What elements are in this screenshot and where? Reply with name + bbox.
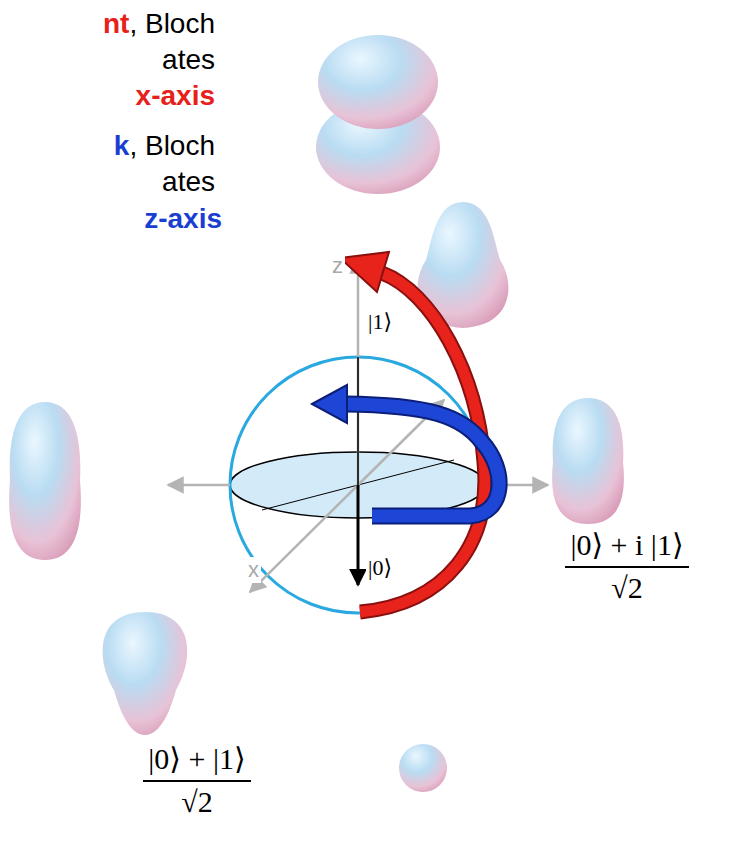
caption-word: z-axis xyxy=(144,203,222,235)
caption-word: , Bloch xyxy=(129,130,215,162)
orbital-blob xyxy=(552,398,624,524)
state-label: |1⟩ xyxy=(366,309,394,334)
rotation-arrow-blue xyxy=(312,385,499,516)
caption-word: x-axis xyxy=(136,80,215,112)
state-formula: |0⟩ + i |1⟩ xyxy=(570,528,683,563)
fraction-bar xyxy=(565,566,688,568)
axis-label: x xyxy=(246,557,261,582)
state-formula: √2 xyxy=(611,571,642,606)
orbital-blob xyxy=(103,612,188,735)
caption-word: ates xyxy=(162,44,215,76)
axis-arrow xyxy=(357,258,360,485)
state-label: |0⟩ xyxy=(366,555,394,580)
orbital-blob xyxy=(9,402,81,560)
state-line xyxy=(357,357,359,485)
orbital-blob xyxy=(316,35,440,194)
axis-arrow xyxy=(250,485,358,592)
axis-arrow xyxy=(168,484,230,487)
caption-word: , Bloch xyxy=(129,8,215,40)
orbital-blob xyxy=(399,744,447,792)
fraction-bar xyxy=(143,780,250,782)
caption-word: ates xyxy=(162,166,215,198)
state-vector xyxy=(357,485,360,585)
state-formula: √2 xyxy=(181,785,212,820)
caption-word: nt xyxy=(103,8,129,40)
caption-word: k xyxy=(114,130,130,162)
axis-label: z xyxy=(330,253,345,278)
state-formula: |0⟩ + |1⟩ xyxy=(148,742,245,777)
